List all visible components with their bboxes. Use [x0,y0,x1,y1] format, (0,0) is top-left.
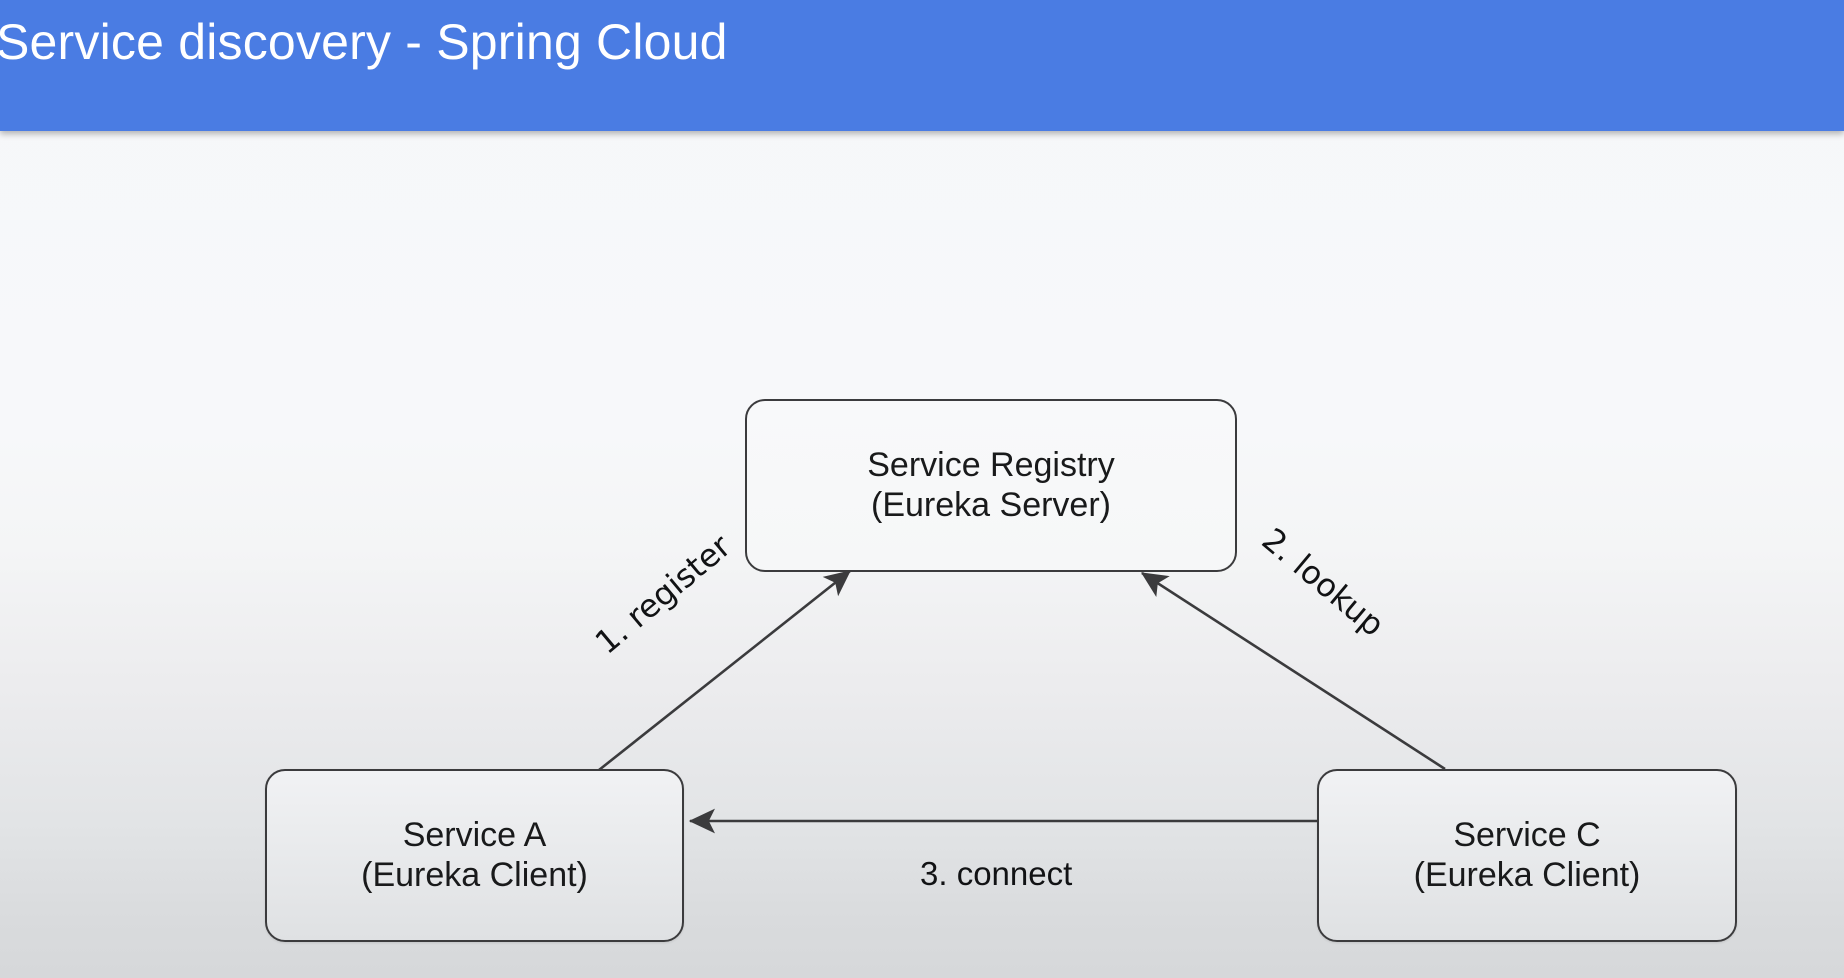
node-service-c-title: Service C [1453,815,1601,854]
node-service-a-subtitle: (Eureka Client) [361,855,588,894]
node-service-c-subtitle: (Eureka Client) [1413,855,1641,894]
edge-lookup-line [1140,571,1446,771]
node-service-c[interactable]: Service C (Eureka Client) [1317,769,1737,942]
node-service-a[interactable]: Service A (Eureka Client) [265,769,684,942]
node-registry-title: Service Registry [867,445,1115,484]
node-registry-subtitle: (Eureka Server) [871,485,1111,524]
edge-label-lookup: 2. lookup [1254,520,1392,644]
node-service-registry[interactable]: Service Registry (Eureka Server) [745,399,1237,572]
edge-label-connect: 3. connect [920,855,1073,892]
node-service-a-title: Service A [402,815,547,854]
page-title: Service discovery - Spring Cloud [0,14,728,70]
edge-label-register: 1. register [587,526,738,662]
title-banner: Service discovery - Spring Cloud [0,0,1844,131]
